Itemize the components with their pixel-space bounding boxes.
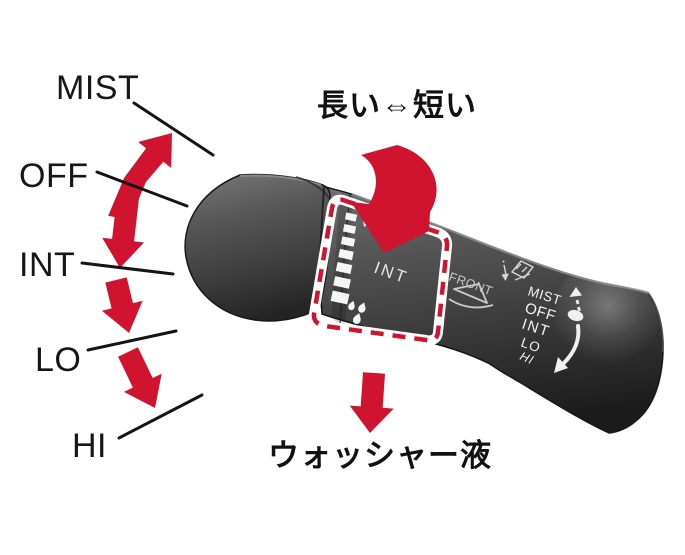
ring-rotation-annotation: 長い⇔短い bbox=[317, 88, 477, 123]
leader-line-int bbox=[80, 261, 175, 276]
intermittent-gauge-icon bbox=[330, 212, 358, 305]
mist-wiper-icon bbox=[501, 260, 534, 281]
droplets-icon bbox=[348, 300, 366, 325]
lever-down-arrow-3 bbox=[118, 347, 162, 408]
knob-panel-seam bbox=[295, 176, 330, 199]
callout-off: OFF bbox=[19, 157, 89, 195]
callout-mist: MIST bbox=[56, 69, 140, 107]
leader-lines bbox=[80, 101, 215, 440]
leader-line-off bbox=[95, 170, 189, 208]
indicator-down-arrow-shaft bbox=[561, 324, 581, 366]
bell-edge-highlight bbox=[648, 292, 664, 353]
indicator-up-dashes bbox=[575, 299, 581, 312]
front-wiper-icon bbox=[448, 283, 494, 309]
dashed-box-border bbox=[311, 197, 450, 343]
rotate-ring-arrow bbox=[351, 145, 437, 253]
lever-down-arrow-2 bbox=[101, 277, 143, 333]
indicator-up-arrow-icon bbox=[569, 287, 582, 297]
stalk-position-markings: MIST OFF INT LO HI bbox=[518, 284, 563, 368]
knob-top-highlight bbox=[239, 174, 322, 186]
collar-seam bbox=[339, 193, 351, 327]
bell-highlight bbox=[554, 260, 662, 364]
callout-hi: HI bbox=[72, 427, 107, 465]
stalk-mark-hi: HI bbox=[518, 349, 536, 367]
stalk-mark-lo: LO bbox=[519, 335, 543, 356]
lever-travel-indicator bbox=[554, 287, 584, 373]
leader-line-hi bbox=[117, 393, 204, 440]
stalk-knob bbox=[184, 173, 331, 322]
lever-down-arrow-1 bbox=[102, 195, 144, 268]
indicator-down-arrow-icon bbox=[554, 357, 568, 373]
dashed-highlight-box bbox=[308, 194, 453, 346]
leader-line-mist bbox=[132, 101, 215, 157]
washer-push-arrow bbox=[349, 372, 394, 433]
washer-annotation: ウォッシャー液 bbox=[268, 438, 492, 473]
callout-lo: LO bbox=[35, 341, 82, 379]
leader-line-lo bbox=[86, 329, 178, 352]
callout-int: INT bbox=[19, 246, 76, 284]
indicator-detent-dot bbox=[567, 309, 584, 322]
